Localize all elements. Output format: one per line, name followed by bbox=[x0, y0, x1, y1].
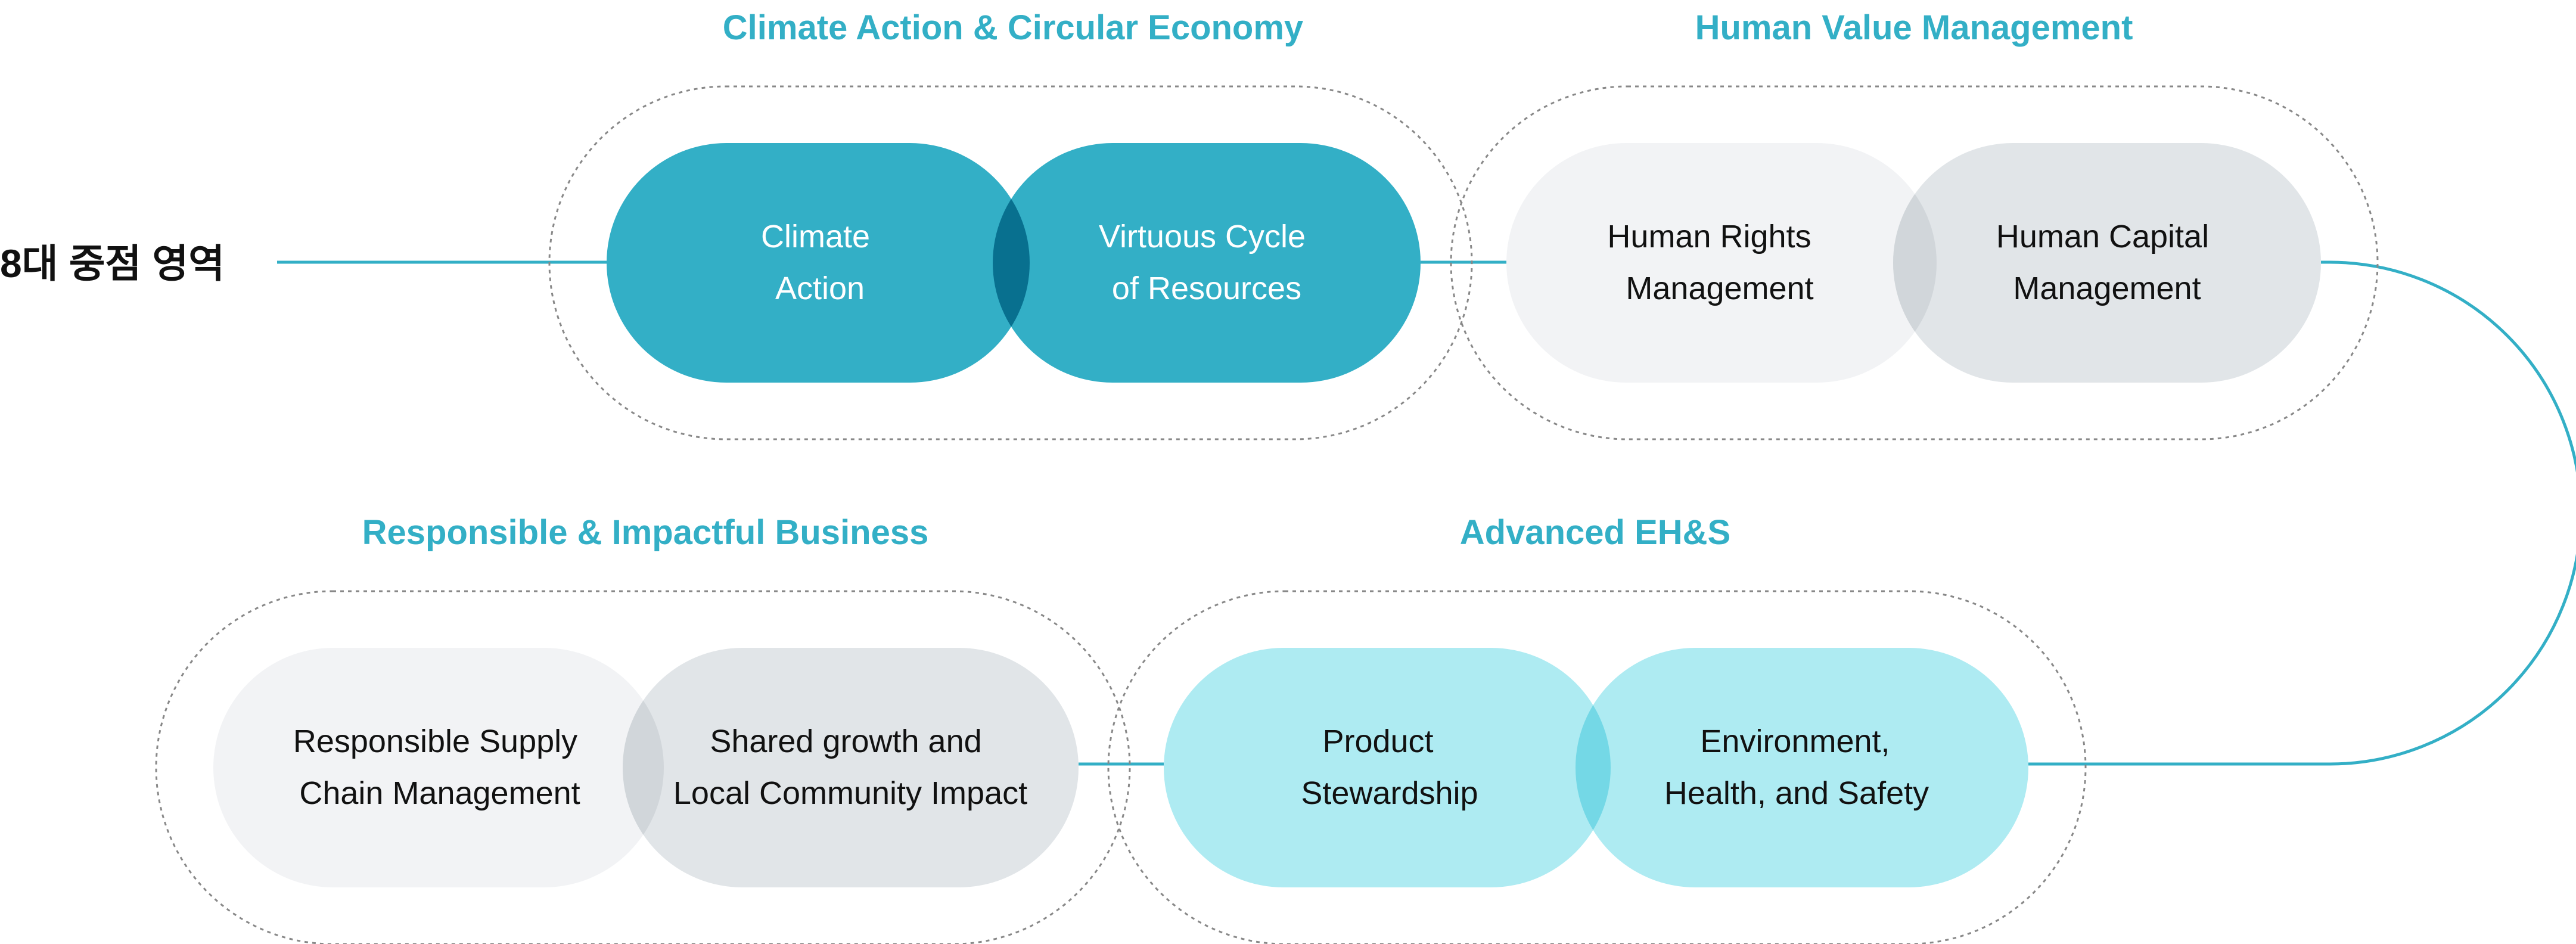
node-label-environment-health-safety: Environment, Health, and Safety bbox=[1664, 723, 1929, 811]
group-outline-ehs bbox=[1107, 590, 2087, 944]
node-shared-growth bbox=[623, 648, 1079, 887]
node-label-line: Local Community Impact bbox=[673, 775, 1027, 811]
node-label-line: Chain Management bbox=[299, 775, 580, 811]
section-label: 8대 중점 영역 bbox=[0, 241, 225, 285]
node-label-line: Human Capital bbox=[1996, 219, 2209, 254]
node-human-rights bbox=[1506, 143, 1937, 383]
group-outlines bbox=[155, 85, 2379, 944]
group-title-ehs: Advanced EH&S bbox=[1460, 513, 1730, 552]
node-human-capital bbox=[1893, 143, 2321, 383]
node-label-responsible-supply: Responsible Supply Chain Management bbox=[293, 723, 586, 811]
connector-human-to-ehs bbox=[2028, 260, 2576, 766]
node-label-shared-growth: Shared growth and Local Community Impact bbox=[673, 723, 1027, 811]
group-title-responsible: Responsible & Impactful Business bbox=[362, 513, 929, 552]
node-label-human-rights: Human Rights Management bbox=[1607, 219, 1820, 306]
node-label-line: Virtuous Cycle bbox=[1099, 219, 1306, 254]
node-label-line: Responsible Supply bbox=[293, 723, 577, 759]
group-title-human: Human Value Management bbox=[1695, 8, 2133, 47]
node-label-climate-action: Climate Action bbox=[761, 219, 879, 306]
node-label-line: Management bbox=[2013, 271, 2201, 306]
node-label-line: Management bbox=[1626, 271, 1813, 306]
group-outline-human bbox=[1450, 85, 2379, 440]
group-ehs: Product Stewardship Environment, Health,… bbox=[1164, 648, 2028, 887]
node-label-line: Action bbox=[775, 271, 865, 306]
node-environment-health-safety bbox=[1576, 648, 2028, 887]
group-outline-climate bbox=[548, 85, 1473, 440]
node-responsible-supply bbox=[213, 648, 664, 887]
group-title-climate: Climate Action & Circular Economy bbox=[723, 8, 1303, 47]
node-product-stewardship bbox=[1164, 648, 1611, 887]
group-outline-responsible bbox=[155, 590, 1131, 944]
group-responsible: Responsible Supply Chain Management Shar… bbox=[213, 648, 1079, 887]
node-label-line: Product bbox=[1322, 723, 1433, 759]
node-label-line: Health, and Safety bbox=[1664, 775, 1929, 811]
node-label-line: Environment, bbox=[1700, 723, 1890, 759]
node-label-line: Stewardship bbox=[1301, 775, 1478, 811]
node-virtuous-cycle bbox=[993, 143, 1421, 383]
group-climate: Climate Action Virtuous Cycle of Resourc… bbox=[607, 143, 1421, 383]
node-label-line: Human Rights bbox=[1607, 219, 1811, 254]
node-label-line: Climate bbox=[761, 219, 870, 254]
node-label-human-capital: Human Capital Management bbox=[1996, 219, 2218, 306]
node-label-line: Shared growth and bbox=[710, 723, 981, 759]
connector-lines bbox=[277, 260, 2576, 766]
node-climate-action bbox=[607, 143, 1030, 383]
group-human: Human Rights Management Human Capital Ma… bbox=[1506, 143, 2321, 383]
node-label-product-stewardship: Product Stewardship bbox=[1301, 723, 1478, 811]
group-titles: Climate Action & Circular Economy Human … bbox=[362, 8, 2133, 552]
node-label-virtuous-cycle: Virtuous Cycle of Resources bbox=[1099, 219, 1315, 306]
node-label-line: of Resources bbox=[1112, 271, 1301, 306]
